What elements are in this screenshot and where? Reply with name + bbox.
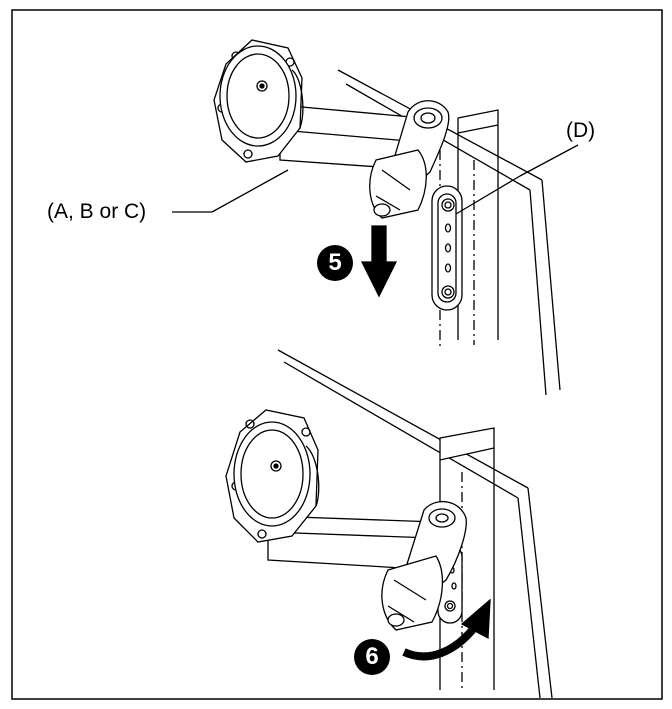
part-abc-label: (A, B or C) [47, 200, 147, 223]
curved-arrow-icon [402, 625, 478, 661]
top-illustration [172, 39, 579, 396]
step-6-badge: 6 [354, 639, 390, 675]
figure-border [11, 9, 663, 700]
bottom-illustration [225, 349, 553, 699]
down-arrow-icon [360, 225, 398, 298]
step-5-badge: 5 [317, 245, 353, 281]
part-d-label: (D) [566, 119, 596, 142]
